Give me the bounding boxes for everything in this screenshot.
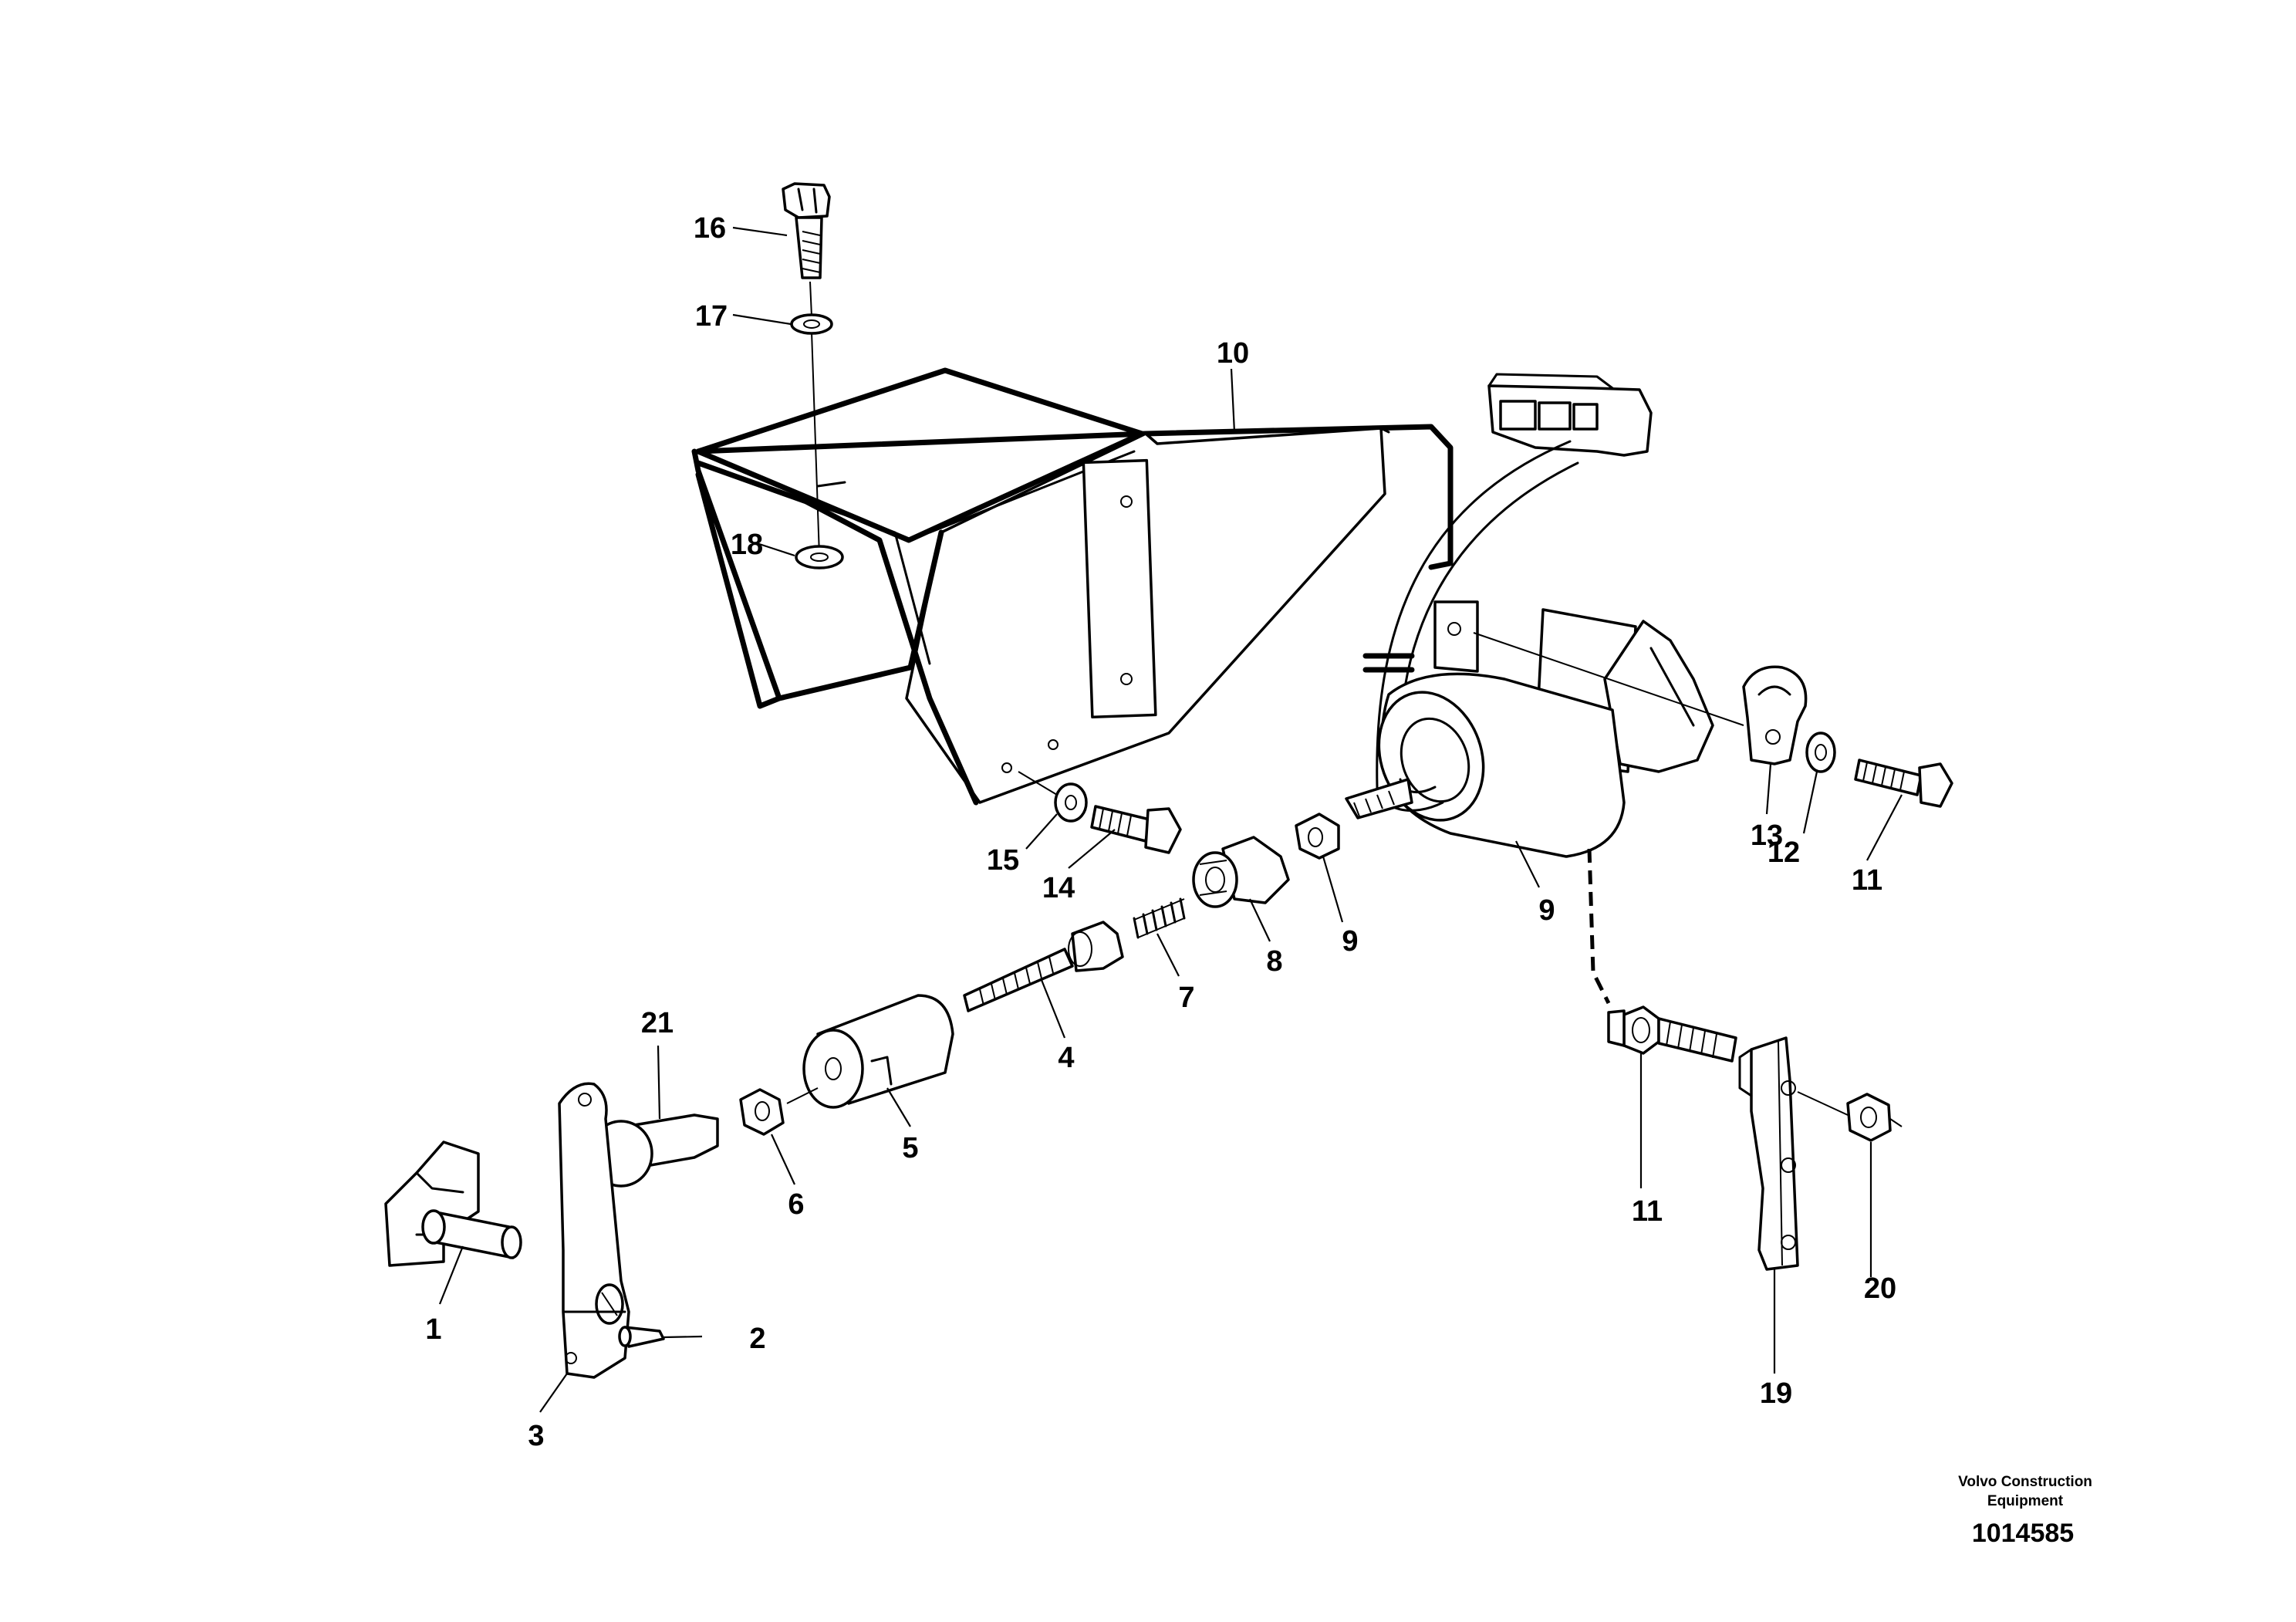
callout-11-upper: 11 — [1852, 864, 1882, 897]
part-15-washer — [1054, 782, 1088, 823]
callout-9-solenoid: 9 — [1538, 894, 1555, 927]
callout-14: 14 — [1042, 872, 1075, 904]
callout-19: 19 — [1760, 1377, 1792, 1410]
callout-16: 16 — [694, 212, 726, 245]
part-19-bracket — [1738, 1036, 1799, 1271]
callout-8: 8 — [1266, 945, 1282, 978]
part-17-washer — [790, 313, 833, 335]
part-10-bracket — [691, 367, 1454, 806]
part-13-clamp — [1742, 665, 1808, 765]
callout-2: 2 — [749, 1323, 765, 1355]
part-4-rod — [963, 921, 1124, 1012]
credit-line-1: Volvo Construction — [1958, 1474, 2092, 1490]
callout-6: 6 — [788, 1188, 804, 1221]
callout-7: 7 — [1178, 982, 1194, 1014]
part-8-adapter — [1192, 836, 1290, 908]
part-7-spring — [1133, 897, 1186, 939]
part-1-pin-bracket — [384, 1140, 522, 1267]
document-number: 1014585 — [1972, 1519, 2074, 1548]
callout-15: 15 — [987, 844, 1019, 877]
callout-labels: 16 17 18 10 15 14 8 9 9 7 4 5 6 21 1 2 3… — [425, 212, 1896, 1452]
callout-21: 21 — [641, 1007, 674, 1039]
callout-18: 18 — [731, 529, 763, 561]
part-12-washer — [1805, 732, 1836, 773]
part-9-solenoid — [1345, 373, 1714, 858]
callout-3: 3 — [528, 1420, 544, 1452]
callout-20: 20 — [1864, 1272, 1896, 1305]
callout-4: 4 — [1058, 1042, 1074, 1074]
part-9-nut — [1295, 813, 1340, 860]
part-2-pin — [618, 1326, 665, 1348]
callout-17: 17 — [695, 300, 728, 333]
leader-lines — [438, 226, 1903, 1413]
callout-13: 13 — [1751, 819, 1783, 852]
credit-block: Volvo Construction Equipment 1014585 — [1958, 1474, 2092, 1548]
callout-5: 5 — [902, 1132, 918, 1164]
part-11-bolt-lower — [1607, 1005, 1737, 1063]
part-16-bolt — [782, 182, 831, 279]
callout-1: 1 — [425, 1313, 441, 1346]
callout-12: 12 — [1768, 836, 1800, 869]
callout-9-nut: 9 — [1342, 925, 1358, 958]
part-20-nut — [1846, 1093, 1892, 1142]
credit-line-2: Equipment — [1987, 1493, 2064, 1509]
part-5-sleeve — [802, 994, 954, 1109]
part-6-nut — [739, 1088, 785, 1136]
part-18-washer — [795, 545, 844, 569]
part-14-screw — [1090, 805, 1182, 854]
callout-11-lower: 11 — [1632, 1195, 1663, 1228]
callout-10: 10 — [1217, 337, 1249, 370]
part-3-lever — [558, 1082, 630, 1379]
part-11-screw-upper — [1854, 759, 1953, 808]
